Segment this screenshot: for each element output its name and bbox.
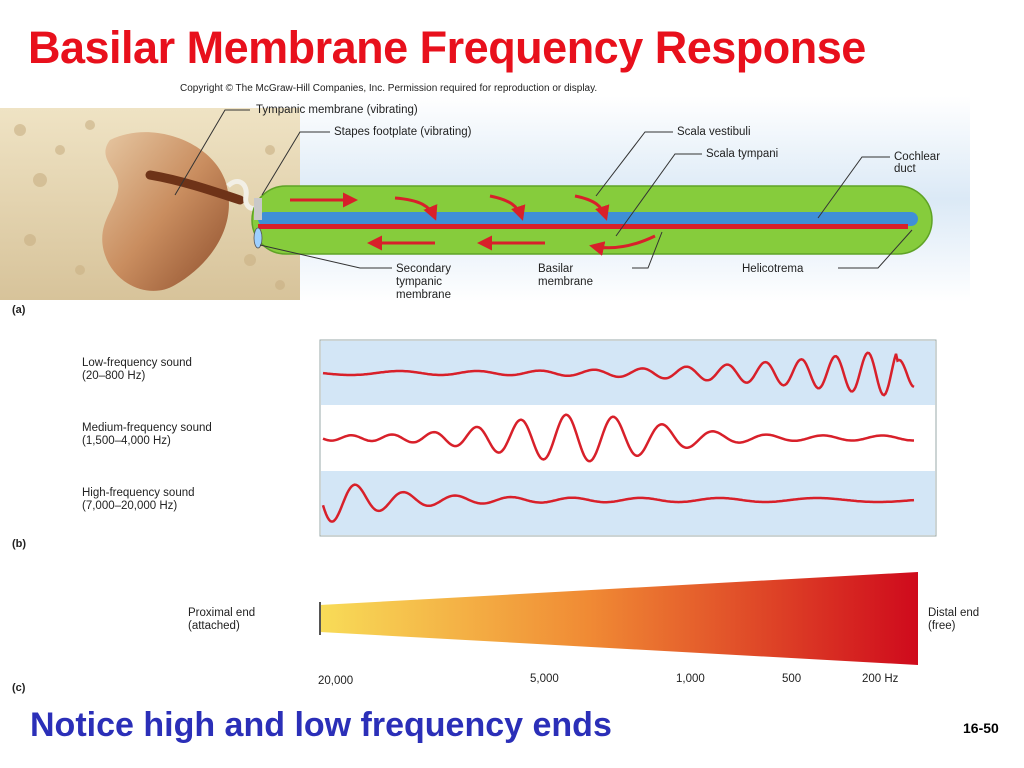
panel-a-illustration: Tympanic membrane (vibrating) Stapes foo… [0,96,970,316]
stapes-footplate [254,198,262,220]
panel-b-label: (b) [12,538,26,550]
tick-20000: 20,000 [318,675,353,687]
outer-ear [102,132,229,291]
panel-b-waves: Low-frequency sound (20–800 Hz) Medium-f… [12,339,937,550]
ear-canal [145,170,245,205]
fluid-arrows [290,192,656,256]
slide-number: 16-50 [963,720,999,736]
label-proximal-end: Proximal end [188,607,255,619]
label-secondary-tympanic-1: Secondary [396,263,451,275]
label-high-frequency-range: (7,000–20,000 Hz) [82,500,177,512]
copyright-notice: Copyright © The McGraw-Hill Companies, I… [180,83,598,94]
wave-band-medium [321,406,935,470]
tick-200hz: 200 Hz [862,673,899,685]
label-secondary-tympanic-2: tympanic [396,276,442,288]
high-frequency-wave [321,483,915,523]
bone-texture [14,120,285,290]
label-high-frequency: High-frequency sound [82,487,195,499]
secondary-tympanic-membrane-shape [253,227,263,249]
label-cochlear-duct-2: duct [894,163,917,175]
label-basilar-membrane-1: Basilar [538,263,573,275]
note-text: Notice high and low frequency ends [30,706,612,744]
tick-5000: 5,000 [530,673,559,685]
label-scala-tympani: Scala tympani [706,148,778,160]
label-stapes-footplate: Stapes footplate (vibrating) [334,126,472,138]
label-basilar-membrane-2: membrane [538,276,593,288]
wave-band-high [321,471,935,535]
tick-500: 500 [782,673,801,685]
label-low-frequency: Low-frequency sound [82,357,192,369]
panel-c-label: (c) [12,682,26,694]
panel-a-label: (a) [12,304,26,316]
cochlear-duct [258,212,918,226]
leader-lines [174,109,913,269]
tick-1000: 1,000 [676,673,705,685]
medium-frequency-wave [322,413,914,463]
basilar-membrane [258,224,908,229]
label-tympanic-membrane: Tympanic membrane (vibrating) [256,104,418,116]
cochlea-figure: Tympanic membrane (vibrating) Stapes foo… [0,96,979,694]
label-medium-frequency-range: (1,500–4,000 Hz) [82,435,171,447]
label-medium-frequency: Medium-frequency sound [82,422,212,434]
panel-c-gradient: Proximal end (attached) Distal end (free… [12,572,979,694]
label-secondary-tympanic-3: membrane [396,289,451,301]
label-helicotrema: Helicotrema [742,263,804,275]
slide-title: Basilar Membrane Frequency Response [28,22,866,73]
label-distal-end: Distal end [928,607,979,619]
label-scala-vestibuli: Scala vestibuli [677,126,751,138]
label-cochlear-duct-1: Cochlear [894,151,940,163]
label-low-frequency-range: (20–800 Hz) [82,370,145,382]
low-frequency-wave [322,351,915,397]
basilar-membrane-wedge [320,572,918,665]
ossicles [226,179,260,211]
label-proximal-attached: (attached) [188,620,240,632]
label-distal-free: (free) [928,620,956,632]
